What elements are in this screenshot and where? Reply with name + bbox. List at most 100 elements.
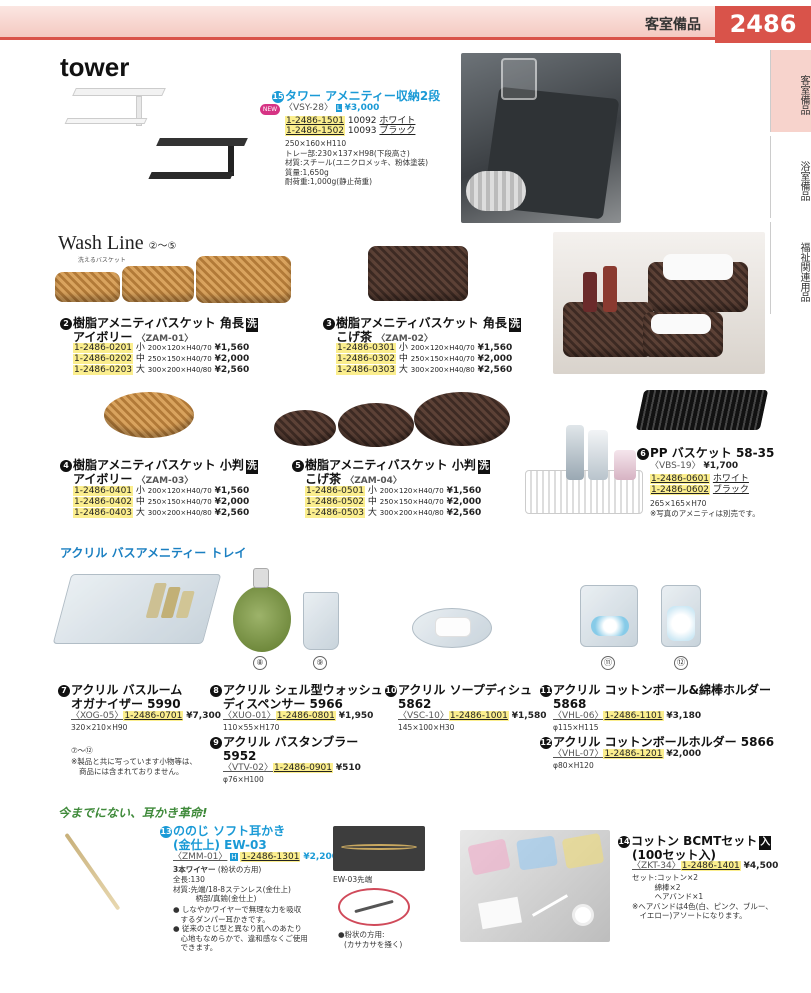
p5-subtitle: こげ茶 〈ZAM-04〉 — [305, 472, 402, 486]
side-tab-bathroom[interactable]: 浴室備品 — [770, 136, 811, 218]
tower-black-rack-image — [148, 138, 250, 183]
acrylic-section-title: アクリル バスアメニティー トレイ — [60, 546, 247, 560]
p12-title: 12アクリル コットンボールホルダー 5866 — [540, 735, 775, 749]
p13-title: 13ののじ ソフト耳かき — [160, 824, 286, 838]
p12-code-price: 〈VHL-07〉1-2486-1201 ¥2,000 — [553, 749, 702, 759]
brand-washline: Wash Line ②〜⑤ — [58, 232, 177, 254]
earpick-image — [64, 832, 121, 911]
brand-washline-sub: 洗えるバスケット — [78, 257, 126, 264]
earpick-tip-caption: EW-03先端 — [333, 875, 373, 884]
p14-subtitle: (100セット入) — [632, 848, 717, 862]
p6-code-price: 〈VBS-19〉 ¥1,700 — [650, 461, 739, 471]
p9-subtitle: 5952 — [223, 749, 257, 763]
brand-tower: tower — [60, 52, 130, 82]
basket-usage-photo — [553, 232, 765, 374]
earpick-usage-diagram — [338, 888, 410, 926]
p8-dim: 110×55×H170 — [223, 723, 280, 732]
new-badge-icon: NEW — [260, 104, 280, 115]
p6-note: ※写真のアメニティは別売です。 — [650, 509, 760, 518]
p2-subtitle: アイボリー 〈ZAM-01〉 — [73, 330, 194, 344]
p14-code-price: 〈ZKT-34〉1-2486-1401 ¥4,500 — [632, 861, 779, 871]
acrylic-organizer-image — [52, 574, 222, 644]
fig-label-9: ⑨ — [313, 656, 327, 670]
basket-ivory-small-image — [55, 272, 120, 302]
fig-label-12: ⑫ — [674, 656, 688, 670]
basket-brown-image — [368, 246, 468, 301]
p6-item-2: 1-2486-0602 ブラック — [650, 485, 749, 495]
amenity-bottle-image-3 — [614, 450, 636, 480]
basket-ivory-large-image — [196, 256, 291, 303]
page-number: 2486 — [715, 6, 811, 43]
tower-item-2: 1-2486-1502 10093 ブラック — [285, 126, 416, 136]
shell-dispenser-image — [233, 586, 291, 652]
p3-subtitle: こげ茶 〈ZAM-02〉 — [336, 330, 433, 344]
tower-item-1: 1-2486-1501 10092 ホワイト — [285, 116, 416, 126]
tower-white-rack-image — [64, 88, 166, 128]
dispenser-pump-icon — [253, 568, 269, 588]
p11-subtitle: 5868 — [553, 697, 587, 711]
fig-label-8: ⑧ — [253, 656, 267, 670]
tower-title: 15タワー アメニティー収納2段 — [272, 89, 441, 103]
acrylic-note-1: ※製品と共に写っています小物等は、 — [71, 757, 197, 766]
p13-code-price: 〈ZMM-01〉 H 1-2486-1301 ¥2,200 — [173, 852, 339, 862]
earpick-headline: 今までにない、耳かき革命! — [58, 806, 208, 820]
p7-code-price: 〈XOG-05〉1-2486-0701 ¥7,300 — [71, 711, 221, 721]
acrylic-note-2: 商品には含まれておりません。 — [79, 767, 184, 776]
p10-code-price: 〈VSC-10〉1-2486-1001 ¥1,580 — [398, 711, 547, 721]
p13-subtitle: (金仕上) EW-03 — [173, 838, 267, 852]
p6-item-1: 1-2486-0601 ホワイト — [650, 474, 749, 484]
basket-ivory-medium-image — [122, 266, 194, 302]
p7-subtitle: オガナイザー 5990 — [71, 697, 181, 711]
header-bar — [0, 6, 811, 40]
header-category: 客室備品 — [645, 17, 701, 33]
p3-table: 1-2486-0301 小 200×120×H40/70 ¥1,560 1-24… — [336, 343, 513, 375]
tower-photo — [461, 53, 621, 223]
acrylic-tumbler-image — [303, 592, 339, 650]
p11-code-price: 〈VHL-06〉1-2486-1101 ¥3,180 — [553, 711, 702, 721]
p14-specs: セット:コットン×2 綿棒×2 ヘアバンド×1※ヘアバンドは4色(白、ピンク、ブ… — [632, 873, 773, 920]
basket-brown-oval-large-image — [414, 392, 510, 446]
p4-subtitle: アイボリー 〈ZAM-03〉 — [73, 472, 194, 486]
earpick-tip-photo — [333, 826, 425, 871]
side-tab-guest-room[interactable]: 客室備品 — [770, 50, 811, 132]
acrylic-soap-dish-image — [412, 608, 492, 648]
acrylic-cotton-ball-holder-image — [661, 585, 701, 647]
p8-code-price: 〈XUO-01〉1-2486-0801 ¥1,950 — [223, 711, 374, 721]
amenity-bottle-image — [566, 425, 584, 480]
p13-spec-title: 3本ワイヤー (粉状の方用) — [173, 865, 262, 874]
p2-table: 1-2486-0201 小 200×120×H40/70 ¥1,560 1-24… — [73, 343, 250, 375]
p5-table: 1-2486-0501 小 200×120×H40/70 ¥1,560 1-24… — [305, 486, 482, 518]
pp-basket-black-image — [635, 390, 769, 430]
p14-title: 14コットン BCMTセット入 — [618, 834, 772, 850]
amenity-bottle-image-2 — [588, 430, 608, 480]
p10-dim: 145×100×H30 — [398, 723, 455, 732]
fig-label-11: ⑪ — [601, 656, 615, 670]
earpick-usage-2: (カサカサを掻く) — [344, 940, 403, 949]
p13-bullets: ● しなやかワイヤーで無理な力を吸収 するダンパー耳かきです。● 従来のさじ型と… — [173, 905, 308, 952]
side-tab-welfare[interactable]: 福祉関連用品 — [770, 222, 811, 314]
p10-title: 10アクリル ソープディシュ — [385, 683, 533, 697]
p4-table: 1-2486-0401 小 200×120×H40/70 ¥1,560 1-24… — [73, 486, 250, 518]
cotton-set-photo — [460, 830, 610, 942]
tower-number-badge: 15 — [272, 91, 284, 103]
acrylic-cotton-holder-image — [580, 585, 638, 647]
p9-dim: φ76×H100 — [223, 775, 264, 784]
p10-subtitle: 5862 — [398, 697, 432, 711]
basket-brown-oval-small-image — [274, 410, 336, 446]
p6-dim: 265×165×H70 — [650, 499, 707, 508]
basket-ivory-oval-image — [104, 392, 194, 438]
p7-dim: 320×210×H90 — [71, 723, 128, 732]
earpick-usage-1: ●粉状の方用: — [338, 930, 385, 939]
p11-title: 11アクリル コットンボール&綿棒ホルダー — [540, 683, 772, 697]
acrylic-note-range: ⑦〜⑫ — [71, 746, 93, 755]
basket-brown-oval-medium-image — [338, 403, 414, 447]
